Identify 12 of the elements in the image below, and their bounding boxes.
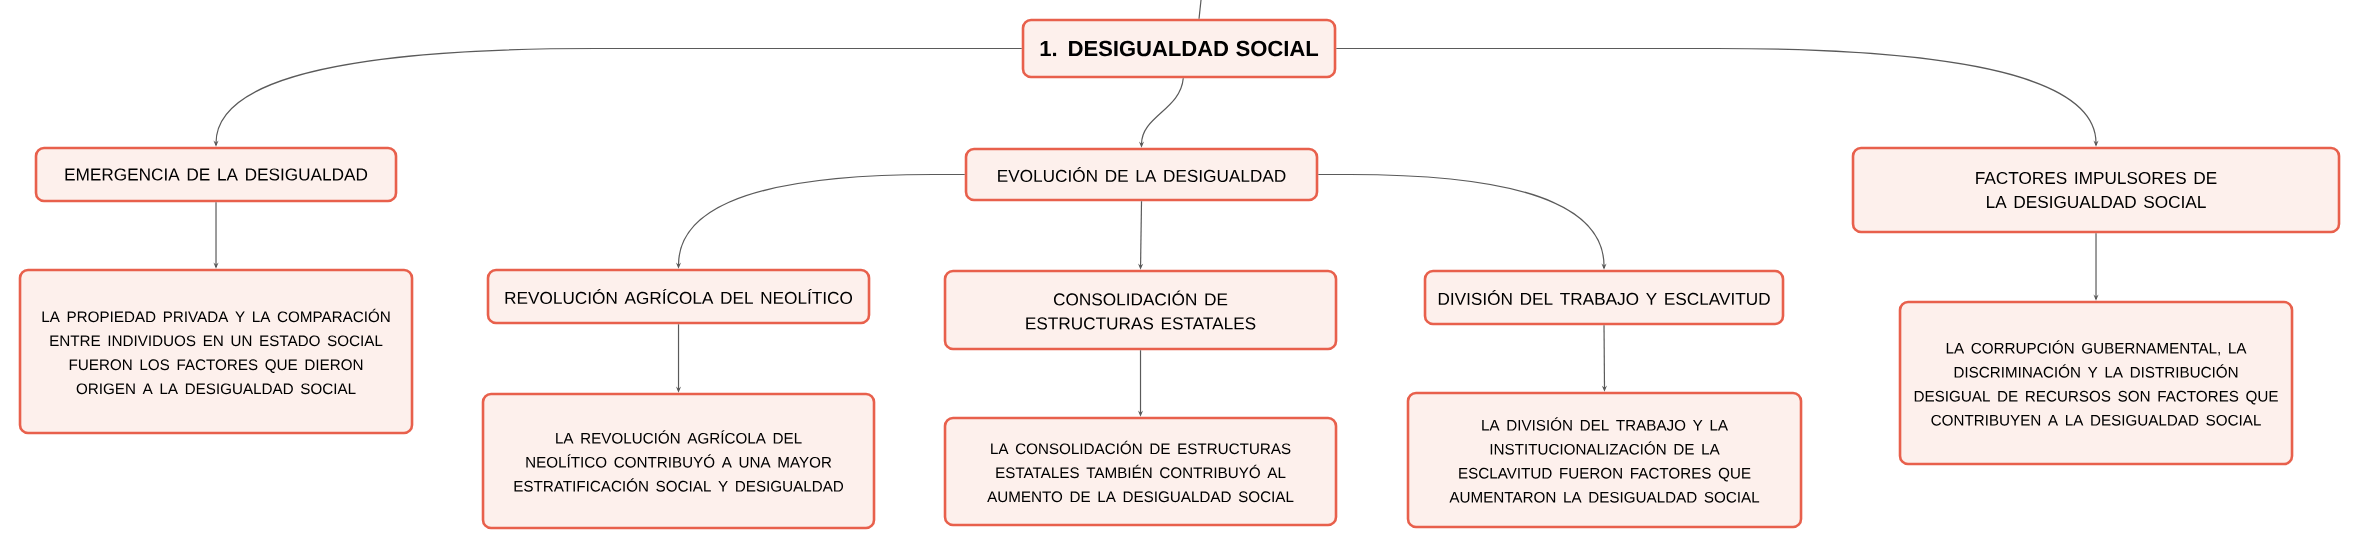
description-box: LA CORRUPCIÓN GUBERNAMENTAL, LA DISCRIMINACIÓN Y LA DISTRIBUCIÓN DESIGUAL DE RECURSOS SON FACTORES QUE CONTRIBUYEN A LA DESIGUALDAD SOCIAL: [1898, 300, 2294, 466]
topic-box: FACTORES IMPULSORES DE LA DESIGUALDAD SOCIAL: [1851, 146, 2341, 234]
description-box: LA CONSOLIDACIÓN DE ESTRUCTURAS ESTATALES TAMBIÉN CONTRIBUYÓ AL AUMENTO DE LA DESIGUALDAD SOCIAL: [943, 416, 1338, 527]
title-box: 1. DESIGUALDAD SOCIAL: [1021, 18, 1337, 79]
description-box: LA DIVISIÓN DEL TRABAJO Y LA INSTITUCIONALIZACIÓN DE LA ESCLAVITUD FUERON FACTORES QUE AUMENTARON LA DESIGUALDAD SOCIAL: [1406, 391, 1803, 529]
topic-box: DIVISIÓN DEL TRABAJO Y ESCLAVITUD: [1423, 269, 1785, 326]
topic-box: EMERGENCIA DE LA DESIGUALDAD: [34, 146, 398, 203]
topic-box: REVOLUCIÓN AGRÍCOLA DEL NEOLÍTICO: [486, 268, 871, 325]
description-box: LA REVOLUCIÓN AGRÍCOLA DEL NEOLÍTICO CONTRIBUYÓ A UNA MAYOR ESTRATIFICACIÓN SOCIAL Y DESIGUALDAD: [481, 392, 876, 530]
topic-box: EVOLUCIÓN DE LA DESIGUALDAD: [964, 147, 1319, 202]
description-box: LA PROPIEDAD PRIVADA Y LA COMPARACIÓN ENTRE INDIVIDUOS EN UN ESTADO SOCIAL FUERON LOS FACTORES QUE DIERON ORIGEN A LA DESIGUALDAD SOCIAL: [18, 268, 414, 435]
topic-box: CONSOLIDACIÓN DE ESTRUCTURAS ESTATALES: [943, 269, 1338, 351]
